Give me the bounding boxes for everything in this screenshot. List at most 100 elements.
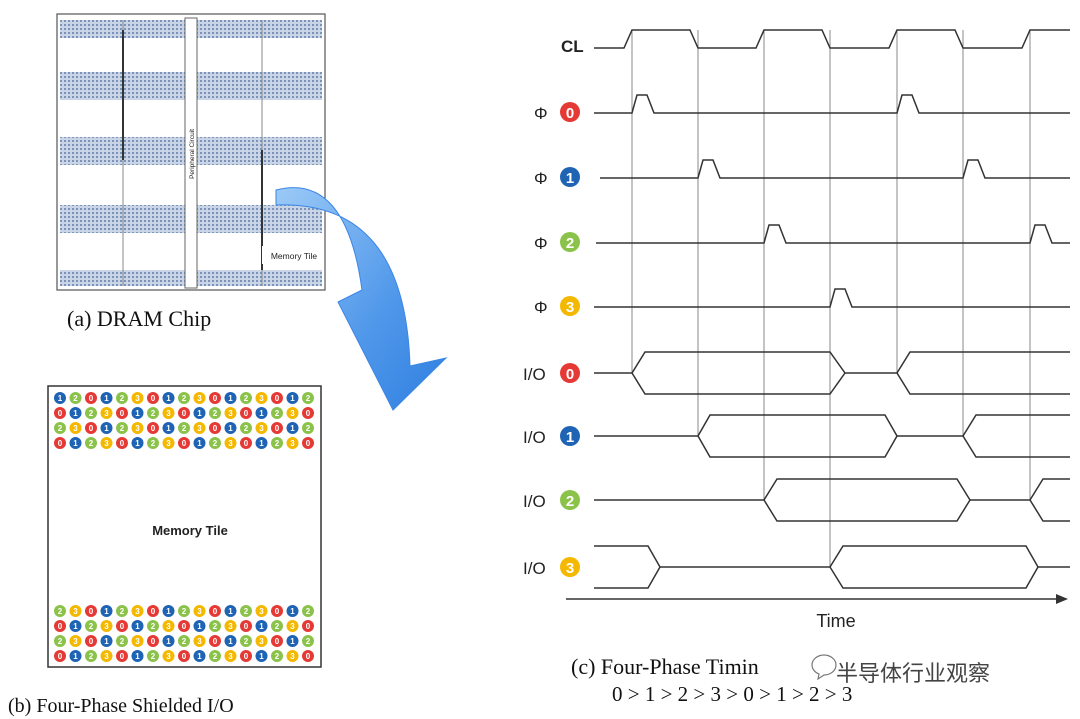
io-dot-digit: 0 (306, 652, 311, 661)
io-dot-digit: 3 (135, 607, 140, 616)
io-1-label: I/O 1 (523, 426, 580, 447)
io-dot (302, 635, 314, 647)
io-dot-digit: 3 (259, 394, 264, 403)
io-2-label: I/O 2 (523, 490, 580, 511)
io-dot-digit: 2 (89, 439, 94, 448)
io-dot (193, 650, 206, 662)
io-dot-digit: 0 (89, 607, 94, 616)
io-dot-digit: 3 (197, 424, 202, 433)
io-dot (116, 422, 128, 434)
io-dot (286, 422, 299, 434)
io-dot (224, 635, 237, 647)
io-dot (286, 635, 299, 647)
io-dot (54, 650, 66, 662)
io-dot (224, 407, 237, 419)
io-dot (302, 437, 314, 449)
io-dot (240, 392, 252, 404)
io-dot-digit: 3 (73, 424, 78, 433)
io-dot-digit: 0 (58, 439, 63, 448)
io-dot (255, 407, 268, 419)
io-dot (255, 392, 268, 404)
io-dot (302, 422, 314, 434)
io-dot (240, 620, 252, 632)
io-dot (178, 422, 190, 434)
io-dot-digit: 3 (228, 622, 233, 631)
io-dot-digit: 0 (213, 637, 218, 646)
io-dot-digit: 1 (228, 637, 233, 646)
io-dot-digit: 3 (166, 652, 171, 661)
io-dot (100, 650, 113, 662)
io-dot (147, 605, 159, 617)
io-dot-digit: 1 (290, 424, 295, 433)
phase-3-label: Φ 3 (534, 296, 580, 317)
io-3-waveform (594, 545, 1070, 589)
io-dot-digit: 0 (89, 424, 94, 433)
io-dot (85, 422, 97, 434)
phase-1-label: Φ 1 (534, 167, 580, 188)
memory-tile-label-bg (262, 246, 324, 264)
io-dot-digit: 3 (104, 652, 109, 661)
io-dot (209, 620, 221, 632)
phase-0-label: Φ 0 (534, 102, 580, 123)
io-dot (255, 620, 268, 632)
io-dot-digit: 3 (259, 424, 264, 433)
io-dot-digit: 2 (151, 652, 156, 661)
io-3-badge-icon (560, 557, 580, 577)
io-dot-digit: 1 (104, 424, 109, 433)
io-dot-digit: 0 (151, 607, 156, 616)
io-dot (240, 407, 252, 419)
io-2-prefix: I/O (523, 492, 546, 511)
io-dot-digit: 0 (182, 652, 187, 661)
io-3-digit: 3 (566, 560, 574, 577)
io-dot (178, 605, 190, 617)
io-dot (302, 605, 314, 617)
io-dot (69, 392, 82, 404)
clock-waveform (594, 29, 1070, 49)
io-dot-digit: 0 (213, 607, 218, 616)
io-dot-digit: 2 (213, 622, 218, 631)
phase-0-badge-icon (560, 102, 580, 122)
io-dot-digit: 2 (151, 622, 156, 631)
io-dot-digit: 3 (290, 622, 295, 631)
io-dot-digit: 1 (135, 409, 140, 418)
io-dot-digit: 3 (228, 409, 233, 418)
io-dot (193, 635, 206, 647)
io-dot-digit: 3 (166, 622, 171, 631)
io-dot (178, 620, 190, 632)
phase-2-badge-icon (560, 232, 580, 252)
io-dot (85, 620, 97, 632)
io-dot (286, 392, 299, 404)
io-dot (54, 620, 66, 632)
io-dot (271, 422, 283, 434)
io-dot-digit: 3 (104, 409, 109, 418)
io-0-label: I/O 0 (523, 363, 580, 384)
io-1-prefix: I/O (523, 428, 546, 447)
io-dot-digit: 3 (104, 439, 109, 448)
io-dot (85, 605, 97, 617)
io-dot (69, 650, 82, 662)
io-dot-digit: 1 (104, 394, 109, 403)
io-dot-digit: 2 (244, 394, 249, 403)
io-dot-digit: 2 (89, 622, 94, 631)
io-dot-digit: 0 (275, 394, 280, 403)
io-dot (271, 605, 283, 617)
io-dot-digit: 0 (306, 622, 311, 631)
io-dot-digit: 3 (135, 424, 140, 433)
io-dot (116, 605, 128, 617)
io-dot (54, 635, 66, 647)
io-dot-digit: 2 (182, 394, 187, 403)
io-dot-digit: 2 (120, 607, 125, 616)
io-dot (131, 437, 144, 449)
io-dot (224, 437, 237, 449)
io-dot-digit: 3 (197, 394, 202, 403)
io-dot-digit: 1 (104, 607, 109, 616)
phase-2-label: Φ 2 (534, 232, 580, 253)
io-dot-digit: 0 (182, 439, 187, 448)
io-dot-digit: 2 (244, 637, 249, 646)
io-dot (100, 437, 113, 449)
io-dot-digit: 0 (182, 409, 187, 418)
io-dot (100, 422, 113, 434)
io-dot-digit: 0 (306, 409, 311, 418)
io-dot (255, 635, 268, 647)
